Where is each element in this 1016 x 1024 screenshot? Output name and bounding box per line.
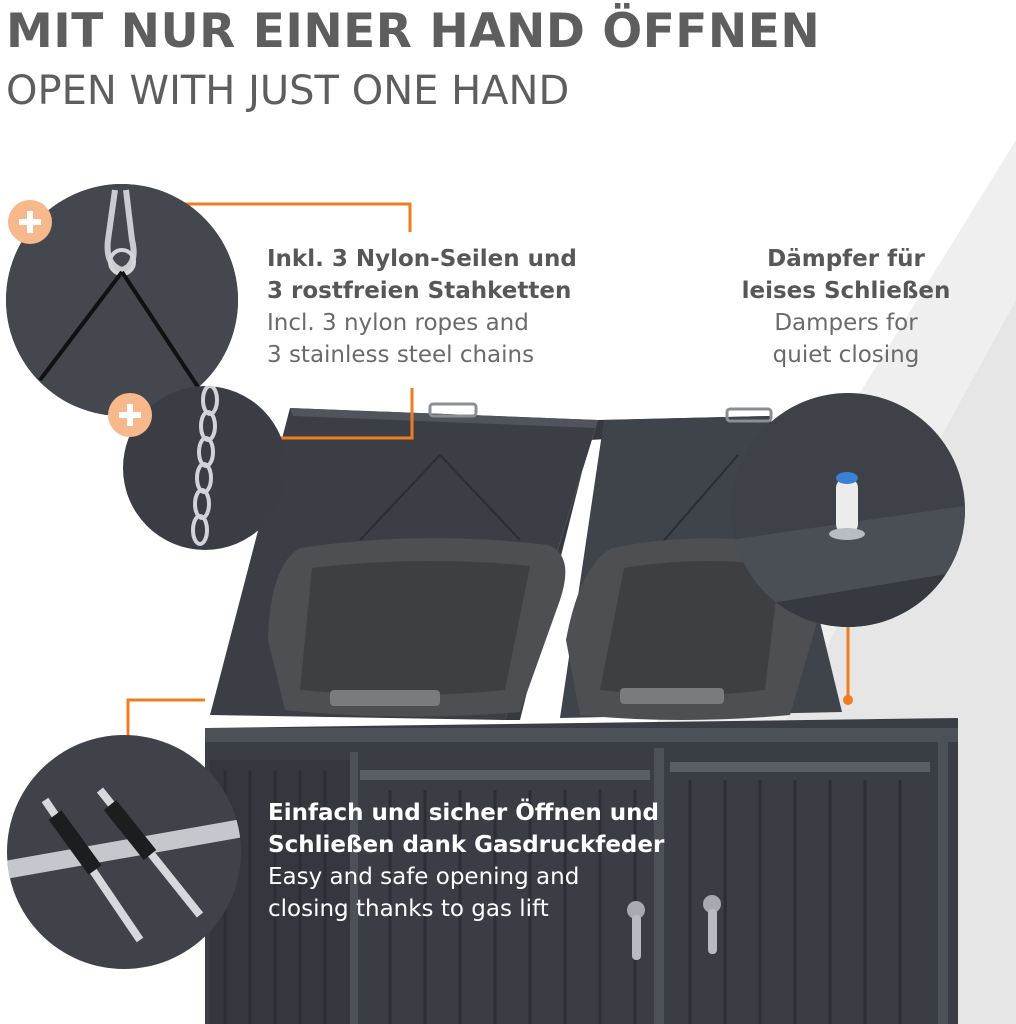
callout-dampers-de-line2: leises Schließen — [741, 278, 951, 304]
callout-gas-lift-en-line1: Easy and safe opening and — [268, 864, 580, 890]
plus-badge — [8, 200, 52, 244]
detail-gaslift-circle — [7, 735, 241, 969]
callout-gas-lift: Einfach und sicher Öffnen und Schließen … — [268, 797, 664, 925]
callout-gas-lift-de-line1: Einfach und sicher Öffnen und — [268, 800, 660, 826]
callout-dampers-en-line2: quiet closing — [772, 342, 920, 368]
detail-chain-circle — [123, 386, 287, 550]
callout-dampers-en-line1: Dampers for — [774, 310, 918, 336]
headline: MIT NUR EINER HAND ÖFFNEN — [6, 4, 821, 59]
detail-damper-circle — [731, 393, 965, 627]
leader-dot — [843, 695, 853, 705]
bin-lid-left — [268, 538, 566, 717]
callout-ropes-de-line1: Inkl. 3 Nylon-Seilen und — [267, 246, 577, 272]
plus-badge — [108, 393, 152, 437]
callout-ropes-de-line2: 3 rostfreien Stahketten — [267, 278, 572, 304]
callout-ropes-en-line2: 3 stainless steel chains — [267, 342, 535, 368]
door-handle-right — [703, 895, 721, 954]
callout-gas-lift-de-line2: Schließen dank Gasdruckfeder — [268, 832, 665, 858]
callout-ropes: Inkl. 3 Nylon-Seilen und 3 rostfreien St… — [267, 243, 577, 371]
callout-ropes-en-line1: Incl. 3 nylon ropes and — [267, 310, 529, 336]
callout-gas-lift-en-line2: closing thanks to gas lift — [268, 896, 549, 922]
subheadline: OPEN WITH JUST ONE HAND — [6, 68, 570, 114]
callout-dampers: Dämpfer für leises Schließen Dampers for… — [736, 243, 956, 371]
detail-rope-circle — [6, 184, 238, 416]
box-body — [205, 718, 958, 1024]
door-handle-left — [627, 901, 645, 960]
callout-dampers-de-line1: Dämpfer für — [767, 246, 925, 272]
